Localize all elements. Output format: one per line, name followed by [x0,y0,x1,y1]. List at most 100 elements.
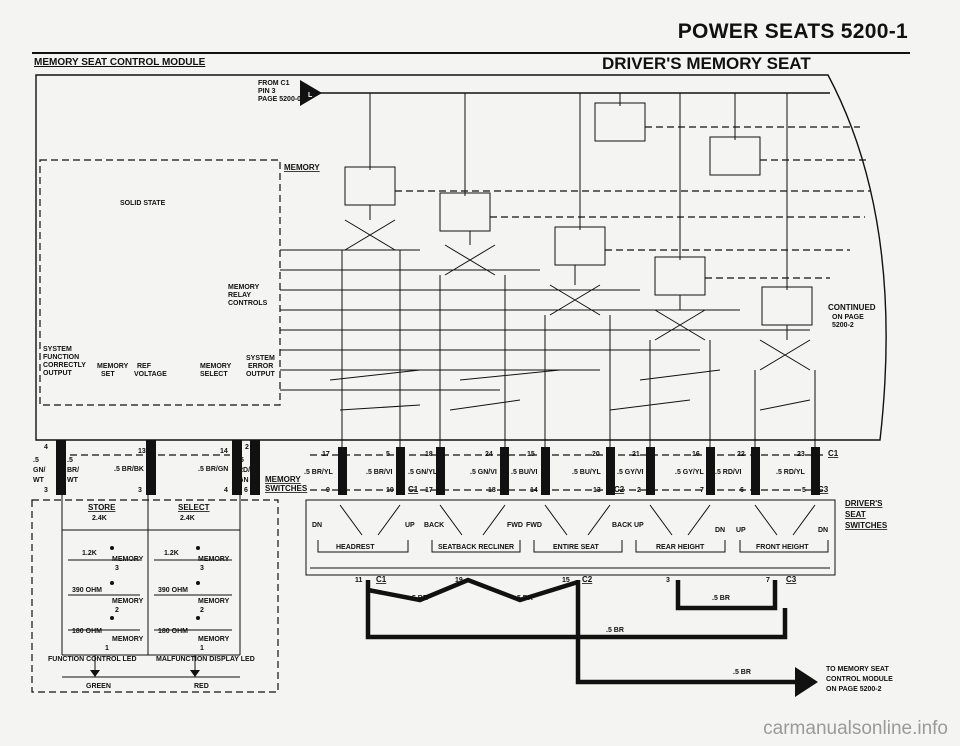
connector-c3-label: C3 [818,485,829,494]
left-wire-label: .5 BR/BK [114,466,144,473]
section-title-left: MEMORY SEAT CONTROL MODULE [34,57,206,68]
wire-label: .5 GN/VI [470,469,497,476]
left-wire-label: BR/ [67,467,79,474]
header-rule [32,52,910,54]
pin-top: 21 [632,451,640,458]
pin-top: 15 [527,451,535,458]
pin-top: 20 [592,451,600,458]
pin-top: 16 [692,451,700,458]
wire-label: .5 RD/VI [715,469,742,476]
memset-label-2: SET [101,371,115,378]
ground-pin: 19 [455,577,463,584]
memory-button-label: MEMORY [198,598,230,605]
switch-back-label: BACK [424,522,444,529]
connector-c1-label: C1 [408,485,419,494]
ground-dest-label-3: ON PAGE 5200-2 [826,686,882,693]
left-pin: 6 [244,487,248,494]
pin-top: 18 [425,451,433,458]
wire-label: .5 GN/YL [408,469,438,476]
sysfunc-label-4: OUTPUT [43,370,73,377]
module-outline [35,74,887,441]
section-title-right: DRIVER'S MEMORY SEAT [602,54,811,73]
resistor-label: 2.4K [180,515,195,522]
left-pin: 3 [44,487,48,494]
pin-top: 22 [737,451,745,458]
syserror-label-3: OUTPUT [246,371,276,378]
left-wire-label: WT [67,477,79,484]
pin-top: 23 [797,451,805,458]
ground-pin: 7 [766,577,770,584]
memory-button-label: MEMORY [112,636,144,643]
resistor-label: 2.4K [92,515,107,522]
entire-seat-label: ENTIRE SEAT [553,544,599,551]
from-label-2: PIN 3 [258,88,276,95]
ground-wire-label: .5 BR [606,627,624,634]
feed-arrow-label: L [308,92,313,99]
switch-dn-label: DN [715,527,725,534]
switch-up-label: UP [634,522,644,529]
ground-wire-label: .5 BR [410,595,428,602]
pin-top: 5 [386,451,390,458]
memory-switch-panel-outline [31,499,279,693]
seatback-label: SEATBACK RECLINER [438,544,514,551]
continued-label-3: 5200-2 [832,322,854,329]
switch-dn-label: DN [818,527,828,534]
memselect-label-2: SELECT [200,371,228,378]
ground-wire-label: .5 BR [712,595,730,602]
memory-number: 1 [105,645,109,652]
syserror-label-2: ERROR [248,363,273,370]
seat-switches-outline [305,499,836,576]
left-pins [56,440,260,495]
memory-button-label: MEMORY [198,556,230,563]
from-label-1: FROM C1 [258,80,290,87]
wire-label: .5 GY/VI [617,469,644,476]
wire-label: .5 BR/VI [366,469,393,476]
resistor-label: 1.2K [82,550,97,557]
left-wire-label: WT [33,477,45,484]
ground-wire-label: .5 BR [515,595,533,602]
wire-label: .5 BU/VI [511,469,538,476]
memory-switches-label-2: SWITCHES [265,484,308,493]
pin-bottom: 6 [740,487,744,494]
wire-label: .5 BU/YL [572,469,602,476]
relay-label-2: RELAY [228,292,251,299]
pin-bottom: 7 [700,487,704,494]
page-title: POWER SEATS 5200-1 [677,20,908,43]
pin-bottom: 2 [637,487,641,494]
sysfunc-label-3: CORRECTLY [43,362,86,369]
wire-label: .5 GY/YL [675,469,705,476]
continued-label-2: ON PAGE [832,314,864,321]
left-wire-label: .5 [33,457,39,464]
green-led-label: GREEN [86,683,111,690]
wire-label: .5 BR/YL [304,469,334,476]
memory-number: 2 [200,607,204,614]
pin-connector-row [310,447,825,495]
memory-number: 3 [200,565,204,572]
left-wire-label: GN [238,477,249,484]
watermark: carmanualsonline.info [763,718,948,739]
refvolt-label-2: VOLTAGE [134,371,167,378]
solid-state-label: SOLID STATE [120,200,166,207]
left-pin: 13 [138,448,146,455]
relay-label-1: MEMORY [228,284,260,291]
pin-bottom: 17 [425,487,433,494]
pin-bottom: 5 [802,487,806,494]
left-pin: 4 [224,487,228,494]
resistor-label: 1.2K [164,550,179,557]
left-wire-label: GN/ [33,467,46,474]
ground-wire-label: .5 BR [733,669,751,676]
seat-switch-groups [310,504,830,569]
ground-dest-label-1: TO MEMORY SEAT [826,666,889,673]
connector-c2-label: C2 [582,575,593,584]
left-pin: 2 [245,444,249,451]
memory-switches-label-1: MEMORY [265,475,301,484]
memselect-label-1: MEMORY [200,363,232,370]
wire-label: .5 RD/YL [776,469,806,476]
resistor-label: 390 OHM [158,587,188,594]
continued-label-1: CONTINUED [828,303,876,312]
pin-top: 17 [322,451,330,458]
solid-state-box [39,159,281,406]
syserror-label-1: SYSTEM [246,355,275,362]
drivers-switches-label-1: DRIVER'S [845,499,883,508]
